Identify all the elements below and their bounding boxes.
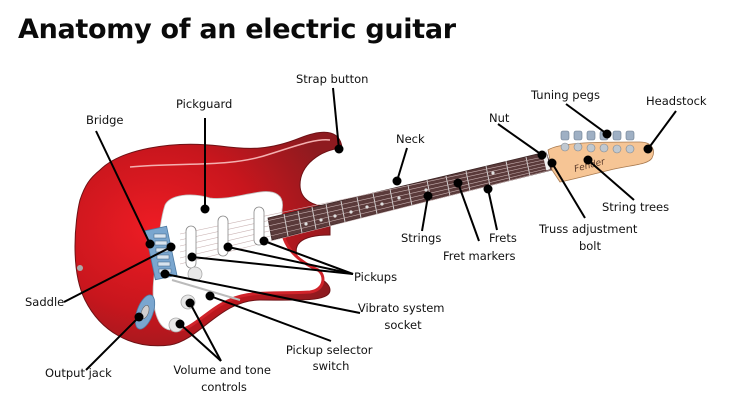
strings <box>179 155 552 265</box>
label-strap-button: Strap button <box>296 72 368 86</box>
leader-volume-1 <box>189 302 222 362</box>
leader-strap-button <box>332 87 340 150</box>
label-pickup-selector: Pickup selector switch <box>286 343 376 373</box>
label-frets: Frets <box>489 231 517 245</box>
label-volume-tone: Volume and tone controls <box>173 363 274 394</box>
label-tuning-pegs: Tuning pegs <box>530 88 600 102</box>
leader-pickups-1 <box>263 240 354 275</box>
leader-saddle <box>63 246 172 303</box>
leader-lines <box>63 87 677 371</box>
leader-bridge <box>95 130 151 245</box>
leader-neck <box>396 147 408 182</box>
label-saddle: Saddle <box>25 295 64 309</box>
label-nut: Nut <box>489 111 510 125</box>
vibrato-arm <box>171 279 241 301</box>
leader-fret-markers <box>457 182 480 242</box>
fret-markers <box>304 171 495 226</box>
leader-pickup-selector <box>209 295 332 342</box>
leader-headstock <box>647 110 677 150</box>
strap-button-rear <box>77 265 83 271</box>
leader-truss-bolt <box>551 162 586 219</box>
leader-output-jack <box>85 316 140 371</box>
label-pickguard: Pickguard <box>176 97 232 111</box>
label-bridge: Bridge <box>86 113 124 127</box>
leader-strings <box>421 195 429 232</box>
leader-dots <box>134 129 653 329</box>
label-output-jack: Output jack <box>45 366 112 380</box>
label-neck: Neck <box>396 132 425 146</box>
label-headstock: Headstock <box>646 94 707 108</box>
label-strings: Strings <box>401 231 441 245</box>
label-truss-bolt: Truss adjustment bolt <box>538 222 641 253</box>
page-title: Anatomy of an electric guitar <box>18 14 456 45</box>
label-pickups: Pickups <box>354 270 397 284</box>
label-vibrato-socket: Vibrato system socket <box>358 301 448 332</box>
leader-tuning-pegs <box>565 103 608 135</box>
leader-nut <box>497 123 543 156</box>
leader-pickups-2 <box>227 246 354 275</box>
leader-pickups-3 <box>191 256 354 275</box>
leader-string-trees <box>587 159 635 201</box>
label-string-trees: String trees <box>602 200 669 214</box>
label-fret-markers: Fret markers <box>443 249 516 263</box>
leader-volume-2 <box>179 323 222 362</box>
leader-vibrato-socket <box>164 273 361 314</box>
body-highlight <box>129 139 331 168</box>
leader-frets <box>487 188 498 231</box>
